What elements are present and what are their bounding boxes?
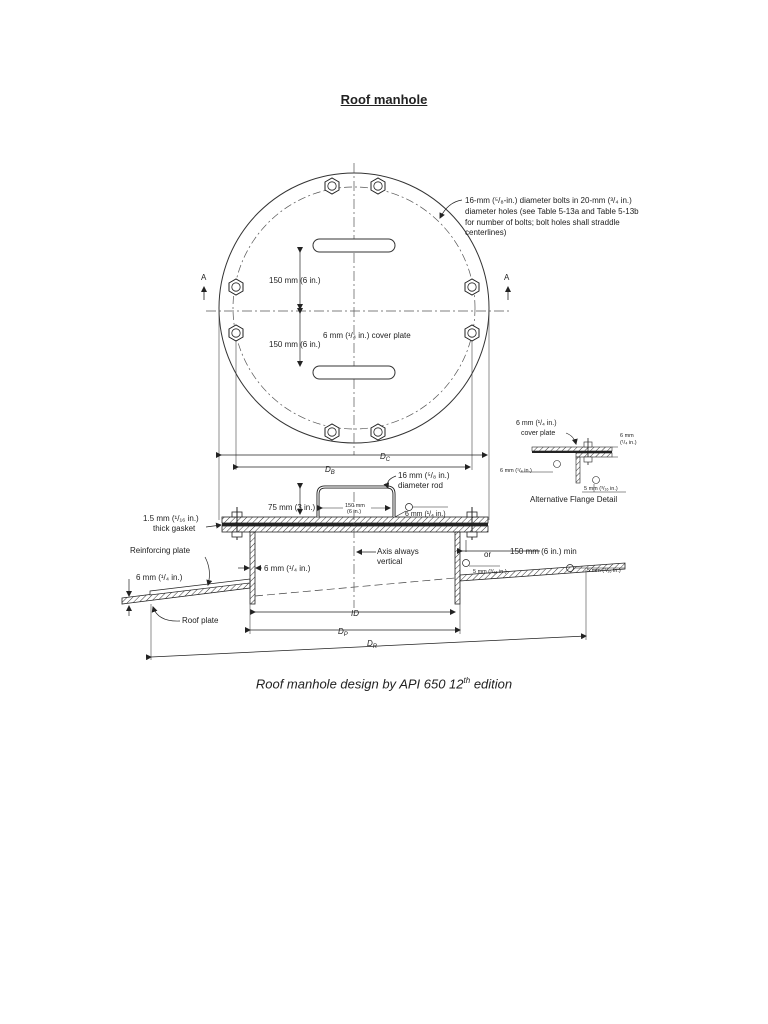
flange-cover-label-2: cover plate xyxy=(521,430,555,437)
bolt-icon xyxy=(231,507,243,540)
or-label: or xyxy=(484,550,491,559)
reinforcing-plate-label: Reinforcing plate xyxy=(130,546,191,555)
cover-weld-label: 6 mm (¹/₄ in.) xyxy=(405,511,446,518)
cover-plate-label: 6 mm (¹/₄ in.) cover plate xyxy=(323,331,411,340)
page-title: Roof manhole xyxy=(340,92,428,107)
gasket-label-1: 1.5 mm (¹/₁₆ in.) xyxy=(143,514,199,523)
roof-line-inside xyxy=(254,577,456,597)
caption-main: Roof manhole design by API 650 12 xyxy=(255,676,464,692)
flange-right-dim-1: 6 mm xyxy=(620,433,634,439)
min-projection-label: 150 mm (6 in.) min xyxy=(510,547,577,556)
bolt-icon xyxy=(228,278,244,296)
gasket-section xyxy=(222,523,488,526)
neck-thickness-label: 6 mm (¹/₄ in.) xyxy=(264,564,311,573)
figure-caption: Roof manhole design by API 650 12th edit… xyxy=(0,676,768,691)
bolts-callout-line-2: diameter holes (see Table 5-13a and Tabl… xyxy=(465,207,639,216)
bolt-icon xyxy=(464,278,480,296)
bolt-icon xyxy=(464,324,480,342)
handle-slot-lower xyxy=(312,365,396,380)
neck-left-wall xyxy=(249,531,256,605)
bolt-icon xyxy=(228,324,244,342)
bolts-leader xyxy=(439,199,463,219)
handle-width-label-2: (6 in.) xyxy=(347,509,361,515)
projection-lines xyxy=(218,310,490,520)
bolt-icon xyxy=(370,423,386,441)
right-inner-weld-label: 5 mm (³/₁₆ in.) xyxy=(473,569,507,575)
diameter-dimensions: DC DB xyxy=(216,452,488,476)
section-view: 75 mm (3 in.) 150 mm (6 in.) 16 mm (⁵/₈ … xyxy=(121,471,626,661)
rod-label-1: 16 mm (⁵/₈ in.) xyxy=(398,471,450,480)
bolts-callout-line-4: centerlines) xyxy=(465,228,507,237)
bolt-circle xyxy=(232,186,476,430)
bolt-icon xyxy=(466,507,478,540)
flange-cover-label-1: 6 mm (¹/₄ in.) xyxy=(516,420,557,427)
plate-thickness-label: 6 mm (¹/₄ in.) xyxy=(136,573,183,582)
cover-plate-section xyxy=(221,516,489,524)
caption-suffix: edition xyxy=(470,676,513,692)
bolts-callout-line-1: 16-mm (⁵/₈-in.) diameter bolts in 20-mm … xyxy=(465,196,632,205)
section-mark-left: A xyxy=(201,273,207,282)
bolting-flange-section xyxy=(221,525,489,533)
flange-detail-title: Alternative Flange Detail xyxy=(530,495,617,504)
handle-width-label-1: 150 mm xyxy=(345,503,365,509)
handle-slot-upper xyxy=(312,238,396,253)
flange-left-weld-label: 6 mm (¹/₄ in.) xyxy=(500,468,532,474)
upper-offset-label: 150 mm (6 in.) xyxy=(269,276,321,285)
bolt-icon xyxy=(324,423,340,441)
plan-view: A A 150 mm (6 in.) 150 mm (6 in.) 6 mm (… xyxy=(201,163,639,455)
dc-label: DC xyxy=(380,452,391,463)
axis-label-1: Axis always xyxy=(377,547,419,556)
bolt-icon xyxy=(583,438,593,465)
rod-label-2: diameter rod xyxy=(398,481,443,490)
gasket-label-2: thick gasket xyxy=(153,524,196,533)
flange-right-dim-2: (¹/₄ in.) xyxy=(620,440,637,446)
dr-label: DR xyxy=(367,639,378,650)
alternative-flange-detail: 6 mm (¹/₄ in.) cover plate 6 mm (¹/₄ in.… xyxy=(500,420,637,504)
neck-right-wall xyxy=(454,531,461,605)
right-outer-weld-label: 5 mm (³/₁₆ in.) xyxy=(587,568,621,574)
bolt-icon xyxy=(370,177,386,195)
lower-offset-label: 150 mm (6 in.) xyxy=(269,340,321,349)
caption-superscript: th xyxy=(463,676,471,685)
bolt-icon xyxy=(324,177,340,195)
handle-height-label: 75 mm (3 in.) xyxy=(268,503,315,512)
flange-bottom-weld-label: 5 mm (³/₁₆ in.) xyxy=(584,486,618,492)
roof-plate-label: Roof plate xyxy=(182,616,219,625)
bolts-callout-line-3: for number of bolts; bolt holes shall st… xyxy=(465,218,620,227)
axis-label-2: vertical xyxy=(377,557,403,566)
db-label: DB xyxy=(325,465,335,476)
dp-label: DP xyxy=(338,627,348,638)
id-label: ID xyxy=(351,609,359,618)
section-mark-right: A xyxy=(504,273,510,282)
